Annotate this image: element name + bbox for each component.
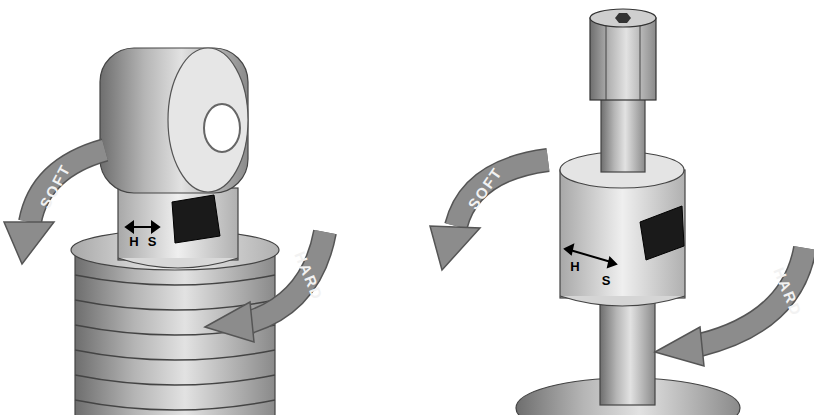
adjuster-window: [640, 206, 684, 260]
hard-arrow: [655, 248, 805, 366]
eyelet-head: [100, 48, 248, 193]
direction-arrow: [126, 222, 159, 232]
upper-shaft: [601, 92, 645, 172]
hard-letter: H: [129, 235, 138, 248]
adjuster-window: [172, 195, 220, 243]
hard-letter: H: [570, 260, 579, 273]
piston-rod: [600, 290, 655, 405]
adjuster-collar: [118, 188, 238, 268]
soft-arrow: [4, 150, 105, 264]
hard-arrow: [205, 232, 325, 342]
soft-letter: S: [602, 274, 611, 287]
hex-nut: [590, 9, 656, 100]
soft-arrow: [430, 160, 548, 270]
adjuster-collar: [560, 152, 685, 306]
soft-letter: S: [148, 235, 157, 248]
